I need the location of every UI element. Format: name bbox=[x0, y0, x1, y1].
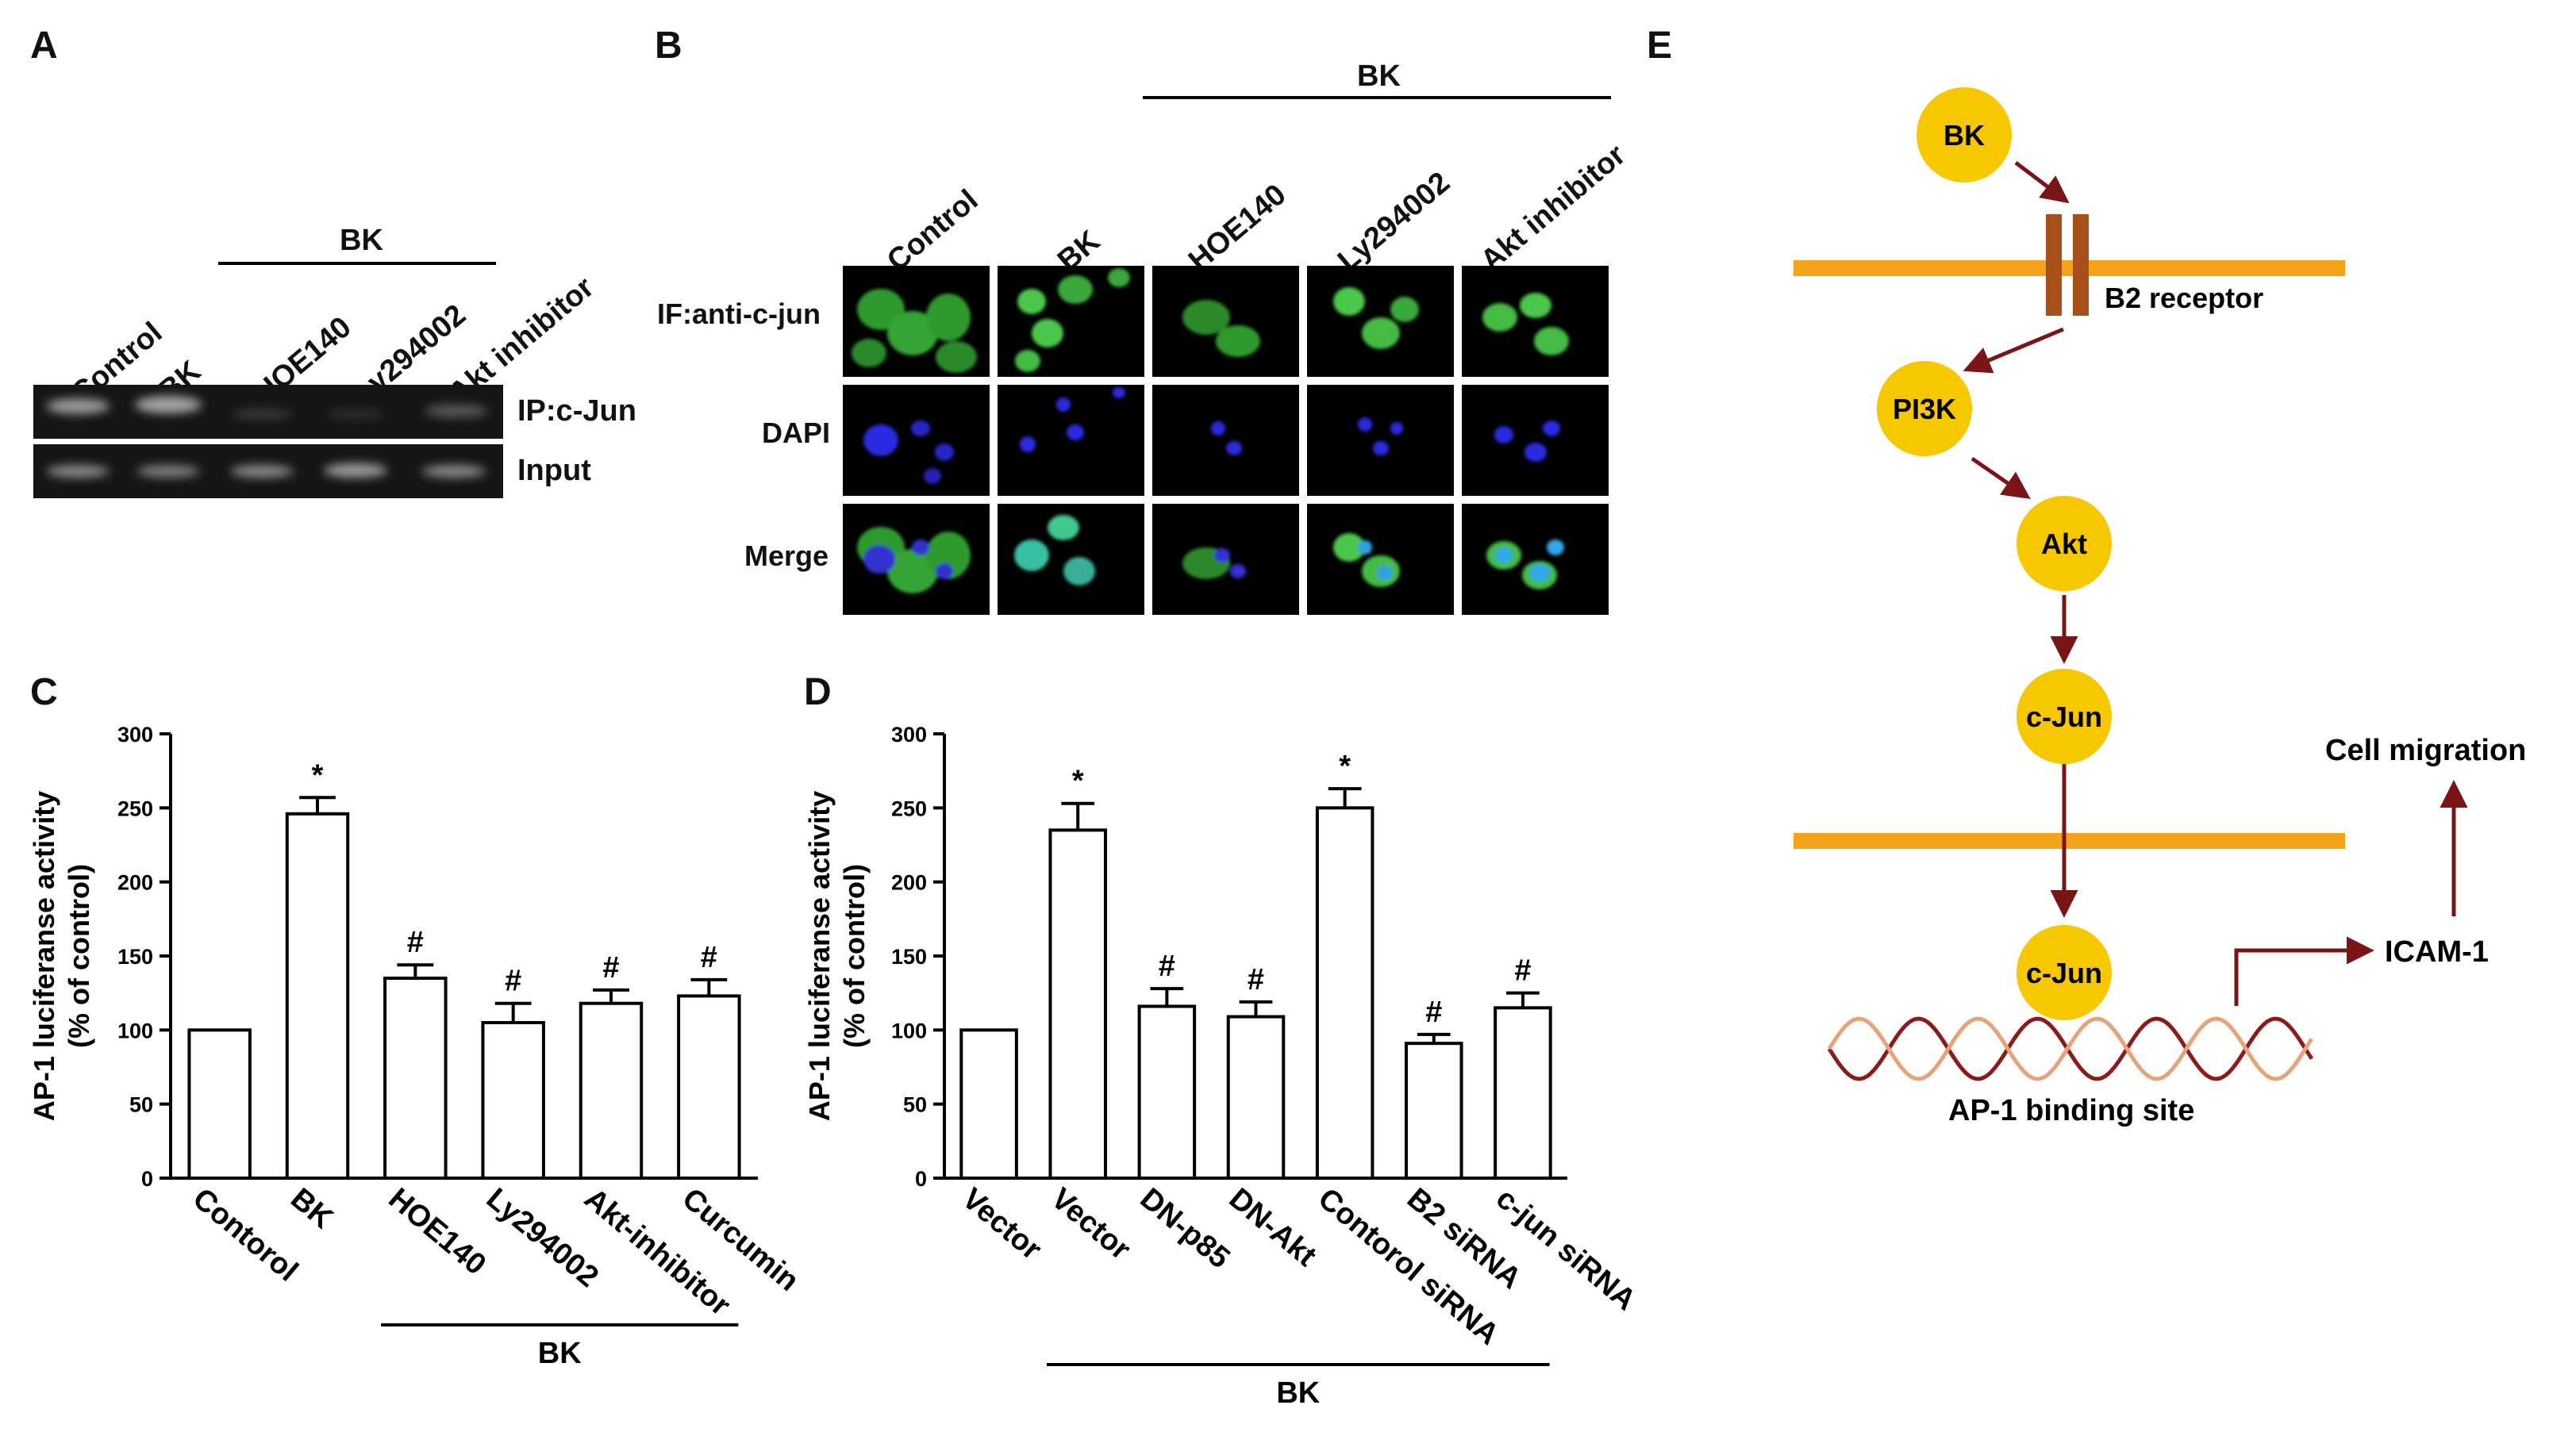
chart-d-y-tick-label: 100 bbox=[891, 1019, 927, 1042]
node-pi3k-label: PI3K bbox=[1893, 393, 1956, 425]
chart-c-y-axis-label-unit: (% of control) bbox=[63, 864, 95, 1048]
panel-label-c: C bbox=[30, 671, 58, 713]
icam1-label: ICAM-1 bbox=[2385, 935, 2489, 969]
node-cjun-nucleus bbox=[2017, 925, 2112, 1020]
chart-c-y-tick-label: 300 bbox=[117, 723, 153, 747]
node-cjun-nucleus-label: c-Jun bbox=[2026, 957, 2102, 989]
panel-a-group-line bbox=[218, 262, 496, 265]
chart-c-bar bbox=[481, 1021, 545, 1180]
chart-c-y-tick-label: 150 bbox=[117, 945, 153, 969]
chart-d-y-tick-label: 300 bbox=[891, 723, 927, 747]
chart-c-y-tick-label: 250 bbox=[117, 797, 153, 820]
nuclear-membrane bbox=[1794, 833, 2345, 849]
chart-d-y-tick-label: 50 bbox=[903, 1093, 927, 1117]
chart-d-significance-mark: # bbox=[1248, 963, 1264, 996]
chart-d-y-tick-label: 250 bbox=[891, 797, 927, 820]
row-label-ip-cjun: IP:c-Jun bbox=[517, 394, 636, 428]
receptor-label: B2 receptor bbox=[2105, 282, 2263, 314]
chart-c-bar bbox=[187, 1028, 252, 1181]
cell-membrane bbox=[1794, 260, 2345, 276]
arrow-bk-receptor bbox=[2014, 161, 2070, 204]
row-label-input: Input bbox=[517, 454, 591, 487]
chart-d-significance-mark: # bbox=[1425, 996, 1442, 1029]
chart-c-y-axis-label: AP-1 luciferanse activity bbox=[28, 791, 60, 1121]
chart-d-significance-mark: # bbox=[1159, 950, 1175, 983]
binding-site-label: AP-1 binding site bbox=[1948, 1094, 2194, 1127]
arrow-receptor-pi3k bbox=[1963, 327, 2064, 374]
chart-c-y-tick-label: 200 bbox=[117, 871, 153, 895]
b2-receptor-left bbox=[2046, 214, 2062, 316]
chart-d-significance-mark: * bbox=[1072, 765, 1084, 798]
chart-c-y-tick-label: 100 bbox=[117, 1019, 153, 1042]
node-bk bbox=[1917, 87, 2012, 182]
node-akt-label: Akt bbox=[2041, 528, 2087, 560]
cell-migration-label: Cell migration bbox=[2325, 734, 2526, 767]
chart-c-significance-mark: # bbox=[505, 965, 521, 998]
chart-d-group-label: BK bbox=[1276, 1376, 1320, 1410]
chart-c-significance-mark: # bbox=[701, 941, 717, 974]
chart-d-bar bbox=[1137, 1004, 1197, 1181]
chart-c-y-tick-label: 0 bbox=[141, 1167, 153, 1191]
b2-receptor-right bbox=[2073, 214, 2089, 316]
chart-c-significance-mark: # bbox=[602, 951, 619, 985]
row-label-if: IF:anti-c-jun bbox=[657, 298, 821, 330]
node-cjun-cytoplasm bbox=[2017, 669, 2112, 764]
chart-c-significance-mark: # bbox=[407, 926, 424, 959]
panel-a-group-label: BK bbox=[340, 224, 383, 257]
node-akt bbox=[2017, 496, 2112, 591]
panel-b-group-line bbox=[1143, 96, 1611, 99]
panel-label-e: E bbox=[1647, 25, 1673, 67]
chart-d-y-tick-label: 200 bbox=[891, 871, 927, 895]
chart-d-y-tick-label: 150 bbox=[891, 945, 927, 969]
panel-label-a: A bbox=[30, 25, 58, 67]
chart-c-group-label: BK bbox=[538, 1337, 582, 1370]
node-cjun-label: c-Jun bbox=[2026, 701, 2102, 733]
row-label-merge: Merge bbox=[744, 539, 829, 572]
chart-d-y-axis-label-unit: (% of control) bbox=[838, 864, 871, 1048]
chart-c-significance-mark: * bbox=[312, 758, 324, 792]
arrow-pi3k-akt bbox=[1970, 456, 2031, 499]
chart-c-y-tick-label: 50 bbox=[129, 1093, 153, 1117]
chart-d-significance-mark: * bbox=[1339, 750, 1351, 783]
row-label-dapi: DAPI bbox=[762, 417, 831, 449]
chart-d-bar bbox=[1315, 806, 1375, 1180]
dna-strand-a bbox=[1827, 1016, 2314, 1081]
node-pi3k bbox=[1877, 361, 1972, 456]
panel-b-group-label: BK bbox=[1357, 60, 1401, 93]
chart-d-y-tick-label: 0 bbox=[915, 1167, 927, 1191]
chart-d-y-axis-label: AP-1 luciferanse activity bbox=[803, 791, 836, 1121]
arrow-to-icam1 bbox=[2234, 936, 2374, 1006]
chart-d-bar bbox=[959, 1028, 1018, 1181]
panel-label-d: D bbox=[804, 671, 832, 713]
dna-strand-b bbox=[1827, 1016, 2314, 1081]
chart-d-bar bbox=[1048, 828, 1107, 1181]
chart-c-bar bbox=[579, 1001, 644, 1180]
node-bk-label: BK bbox=[1944, 119, 1985, 152]
panel-label-b: B bbox=[655, 25, 682, 67]
chart-d-significance-mark: # bbox=[1514, 954, 1531, 988]
